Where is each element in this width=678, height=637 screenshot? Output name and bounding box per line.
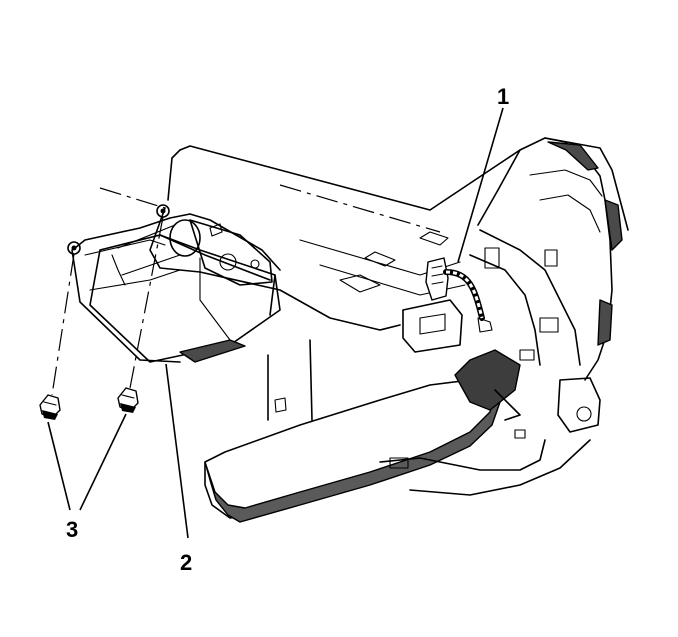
leader-line-3b — [79, 413, 127, 511]
electrical-connector — [402, 257, 493, 353]
callout-3: 3 — [66, 517, 78, 542]
fastener-left — [39, 253, 75, 420]
module-bracket — [67, 204, 281, 363]
instrument-panel-carrier — [99, 137, 629, 433]
leader-line-2 — [165, 363, 189, 539]
lower-trim-panel — [204, 349, 591, 523]
fastener-right — [117, 216, 164, 413]
leader-line-1 — [457, 107, 504, 263]
callout-1: 1 — [497, 84, 509, 109]
leader-line-3a — [47, 421, 71, 511]
callout-2: 2 — [180, 550, 192, 575]
